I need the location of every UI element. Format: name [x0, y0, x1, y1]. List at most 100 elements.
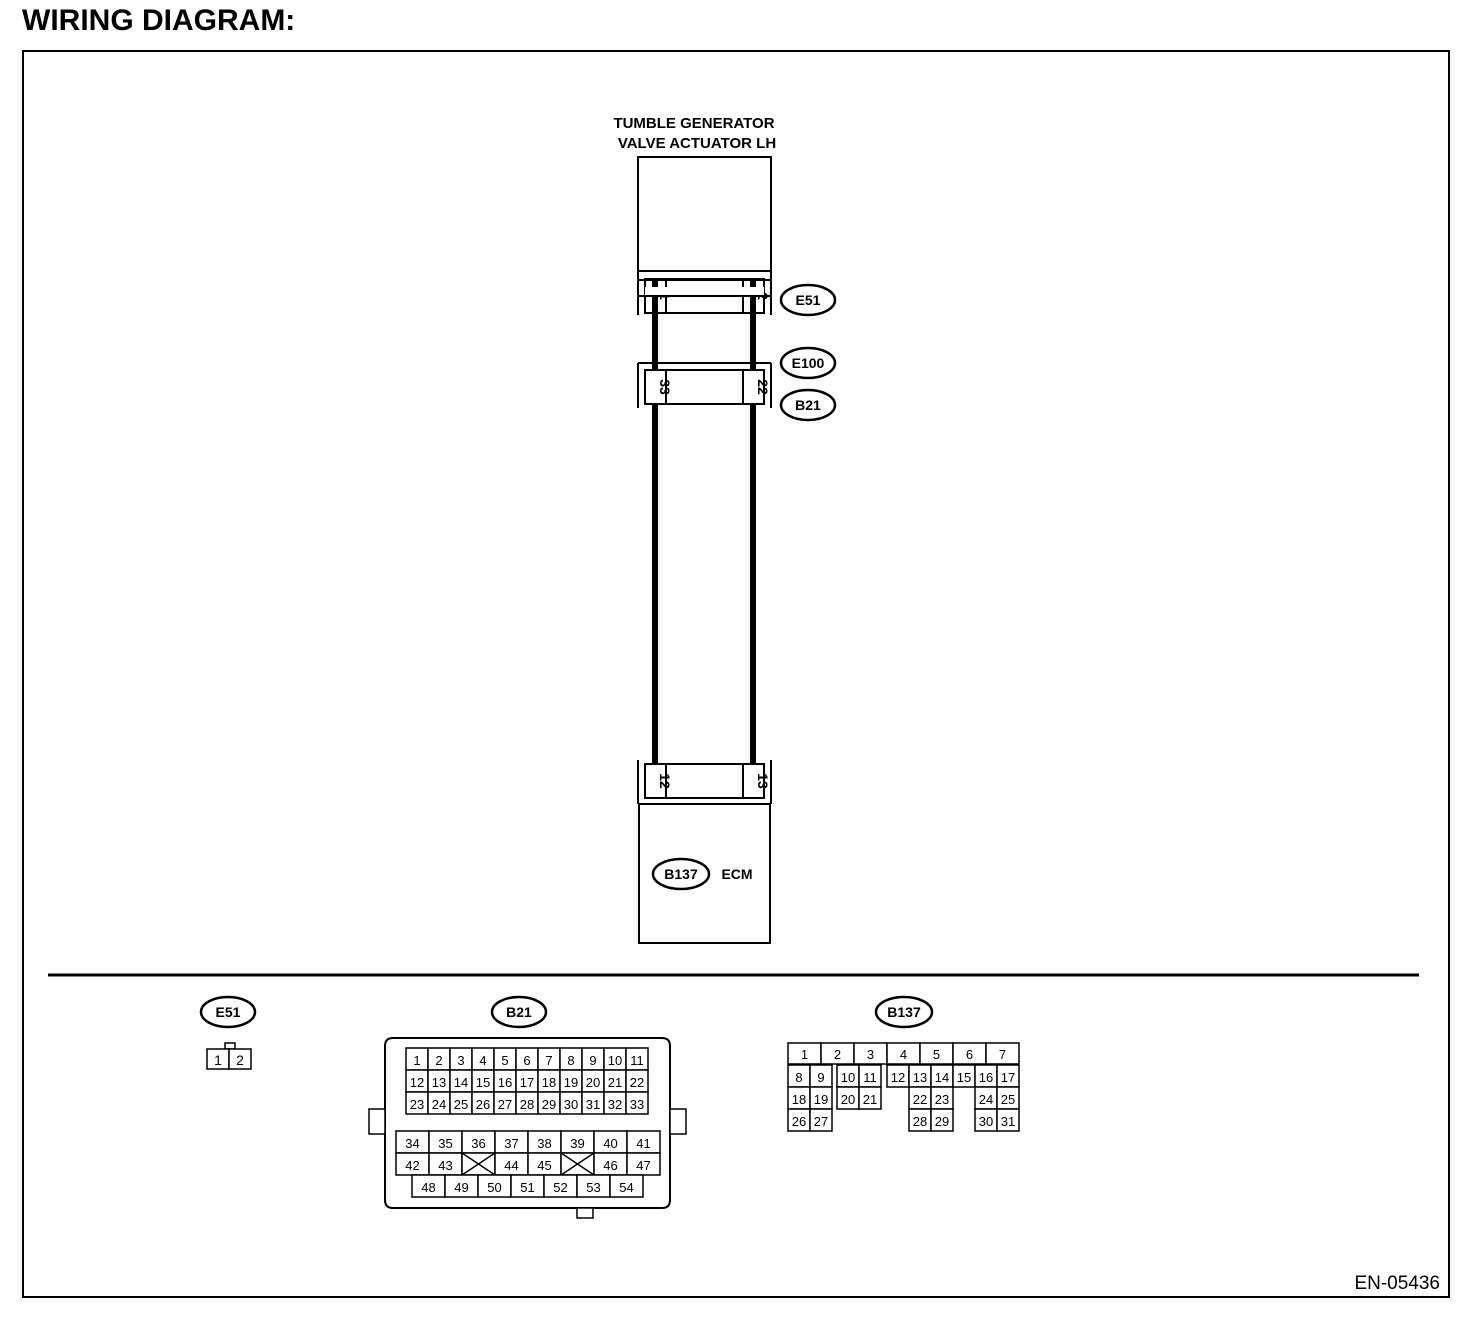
figure-code: EN-05436	[1354, 1273, 1440, 1294]
b21-pin-46: 46	[603, 1158, 617, 1173]
actuator-name-line1: TUMBLE GENERATOR	[613, 115, 774, 132]
b21-pin-31: 31	[586, 1097, 600, 1112]
b21-pin-17: 17	[520, 1075, 534, 1090]
b21-pin-19: 19	[564, 1075, 578, 1090]
b137-pin-18: 18	[792, 1092, 806, 1107]
b21-pin-8: 8	[567, 1053, 574, 1068]
b137-pin-12: 12	[657, 773, 673, 789]
b21-pin-41: 41	[636, 1136, 650, 1151]
b21-pin-32: 32	[608, 1097, 622, 1112]
b137-pin-27: 27	[814, 1114, 828, 1129]
b137-pin-9: 9	[817, 1070, 824, 1085]
b137-pin-15: 15	[957, 1070, 971, 1085]
b137-ecm-tag	[651, 857, 711, 891]
b137-pin-8: 8	[795, 1070, 802, 1085]
b137-pin-11: 11	[863, 1070, 877, 1085]
e100-tag-label: E100	[792, 355, 825, 371]
b21-blank-blank-mark	[461, 1152, 496, 1176]
b21-pin-14: 14	[454, 1075, 468, 1090]
b21-pin-5: 5	[501, 1053, 508, 1068]
b21-pin-18: 18	[542, 1075, 556, 1090]
b21-pin-51: 51	[520, 1180, 534, 1195]
b21-pin-43: 43	[438, 1158, 452, 1173]
b137-pin-10: 10	[841, 1070, 855, 1085]
b137-pin-25: 25	[1001, 1092, 1015, 1107]
b21-pin-2: 2	[435, 1053, 442, 1068]
actuator-name-line2: VALVE ACTUATOR LH	[618, 135, 776, 152]
connector-b137: 12 13	[637, 760, 772, 804]
b21-pin-39: 39	[570, 1136, 584, 1151]
b137-pin-31-cell	[996, 1108, 1020, 1132]
b21-pin-50: 50	[487, 1180, 501, 1195]
page-title: WIRING DIAGRAM:	[22, 4, 296, 37]
b137-pin-19: 19	[814, 1092, 828, 1107]
b21-pin-49: 49	[454, 1180, 468, 1195]
b21-pin-42: 42	[405, 1158, 419, 1173]
b21-pin-26: 26	[476, 1097, 490, 1112]
b21-pin-15: 15	[476, 1075, 490, 1090]
b137-pin-31: 31	[1001, 1114, 1015, 1129]
b21-pin-13: 13	[432, 1075, 446, 1090]
b21-pin-35: 35	[438, 1136, 452, 1151]
b21-pin-54-cell	[609, 1174, 644, 1198]
b137-pin-14: 14	[935, 1070, 949, 1085]
b21-pin-54: 54	[619, 1180, 633, 1195]
b21-tag-label: B21	[795, 397, 821, 413]
b21-pin-52: 52	[553, 1180, 567, 1195]
ecm-label: ECM	[721, 866, 752, 882]
b137-pin-13: 13	[913, 1070, 927, 1085]
b137-pin-21: 21	[863, 1092, 877, 1107]
b137-pin-29-cell	[930, 1108, 954, 1132]
b21-pin-20: 20	[586, 1075, 600, 1090]
b137-pin-3: 3	[867, 1047, 874, 1062]
b21-pin-38: 38	[537, 1136, 551, 1151]
e51-tag-label: E51	[796, 292, 821, 308]
b21-pin-33-cell	[625, 1091, 649, 1115]
b21-pin-10: 10	[608, 1053, 622, 1068]
connector-e100-b21-plug: 33 22	[636, 360, 773, 408]
b137-pin-13: 13	[755, 773, 771, 789]
b21-pin-11: 11	[630, 1053, 644, 1068]
b21-pin-45: 45	[537, 1158, 551, 1173]
detail-e51: E51 1 2	[199, 995, 257, 1070]
b21-pin-29: 29	[542, 1097, 556, 1112]
b21-pin-22: 22	[755, 379, 771, 395]
b21-blank-blank-mark	[560, 1152, 595, 1176]
b137-pin-29: 29	[935, 1114, 949, 1129]
b137-pin-23: 23	[935, 1092, 949, 1107]
e100-tag	[779, 346, 837, 380]
b21-pin-25: 25	[454, 1097, 468, 1112]
b137-pin-7: 7	[999, 1047, 1006, 1062]
b137-pin-2: 2	[834, 1047, 841, 1062]
b21-pin-36: 36	[471, 1136, 485, 1151]
b137-pin-26: 26	[792, 1114, 806, 1129]
b21-tag	[779, 388, 837, 422]
b137-pin-30: 30	[979, 1114, 993, 1129]
b21-pin-6: 6	[523, 1053, 530, 1068]
b137-pin-7-cell	[985, 1042, 1020, 1065]
b137-pin-4: 4	[900, 1047, 907, 1062]
b21-pin-3: 3	[457, 1053, 464, 1068]
b21-pin-12: 12	[410, 1075, 424, 1090]
b21-pin-23: 23	[410, 1097, 424, 1112]
b21-pin-37: 37	[504, 1136, 518, 1151]
b21-pin-44: 44	[504, 1158, 518, 1173]
b21-pin-47: 47	[636, 1158, 650, 1173]
b21-pin-24: 24	[432, 1097, 446, 1112]
b137-pin-1: 1	[801, 1047, 808, 1062]
b21-pin-1: 1	[413, 1053, 420, 1068]
b21-pin-30: 30	[564, 1097, 578, 1112]
detail-e51-tag: E51	[216, 1004, 241, 1020]
b21-pin-48: 48	[421, 1180, 435, 1195]
b137-pin-20: 20	[841, 1092, 855, 1107]
b21-pin-7: 7	[545, 1053, 552, 1068]
b137-pin-24: 24	[979, 1092, 993, 1107]
b21-pin-21: 21	[608, 1075, 622, 1090]
b21-pin-53: 53	[586, 1180, 600, 1195]
